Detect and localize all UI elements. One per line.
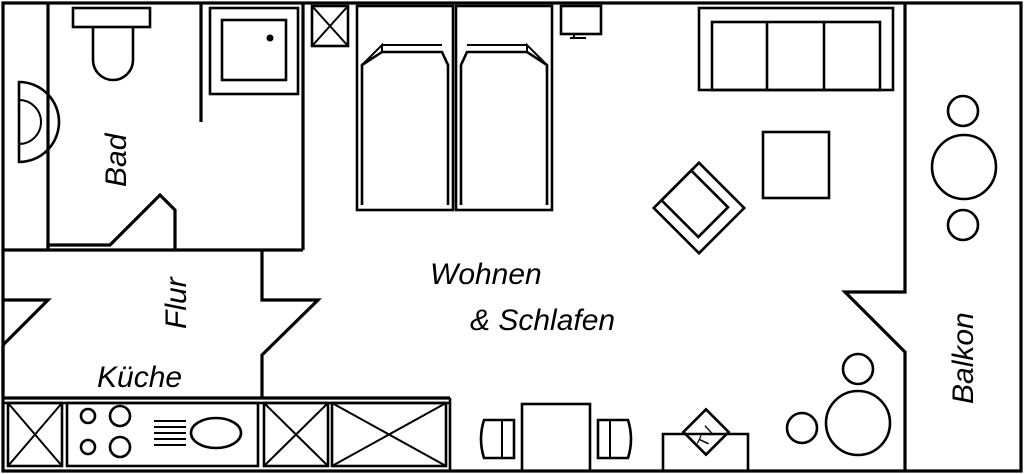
room-label-living-line2: & Schlafen bbox=[470, 304, 615, 337]
bed-left-blanket bbox=[360, 50, 450, 205]
burner-4 bbox=[108, 435, 132, 459]
bathroom-door-wall bbox=[46, 192, 177, 250]
sink-inner bbox=[18, 98, 42, 146]
round-table-set bbox=[785, 352, 892, 457]
double-bed bbox=[355, 4, 554, 212]
balcony-chair-bottom bbox=[946, 208, 980, 242]
bed-left bbox=[355, 4, 455, 212]
kitchen-counter bbox=[3, 396, 452, 471]
balcony-furniture bbox=[930, 94, 998, 242]
wardrobe-cabinet bbox=[310, 4, 350, 48]
shower-tray-inner bbox=[220, 18, 288, 82]
room-label-bathroom: Bad bbox=[100, 132, 133, 187]
chair-right bbox=[596, 418, 633, 460]
drainboard-icon bbox=[154, 420, 186, 446]
balcony-table bbox=[930, 133, 998, 201]
kitchen-cabinet-1 bbox=[6, 401, 64, 468]
cooktop-sink-unit bbox=[65, 401, 260, 468]
room-label-hallway: Flur bbox=[160, 276, 193, 329]
round-table bbox=[824, 389, 892, 457]
room-label-living-line1: Wohnen bbox=[430, 258, 542, 291]
armchair bbox=[651, 160, 747, 256]
burner-3 bbox=[79, 438, 97, 456]
coffee-table bbox=[761, 130, 831, 200]
dining-set bbox=[479, 402, 633, 473]
toilet-bowl bbox=[91, 27, 135, 82]
kitchen-cabinet-2 bbox=[262, 401, 330, 468]
chair-left bbox=[479, 418, 516, 460]
dining-table bbox=[520, 402, 592, 473]
bathroom-fixtures bbox=[17, 6, 300, 164]
room-label-kitchen: Küche bbox=[97, 361, 182, 394]
kitchen-cabinet-3 bbox=[330, 401, 448, 468]
stool-top bbox=[841, 352, 875, 386]
hall-left-door-jamb bbox=[1, 298, 52, 347]
tv-cabinet: TV bbox=[661, 407, 750, 471]
room-label-balcony: Balkon bbox=[947, 312, 980, 404]
shower-drain-icon bbox=[266, 34, 274, 42]
bed-right bbox=[454, 4, 554, 212]
kitchen-sink bbox=[189, 416, 243, 450]
tv bbox=[681, 407, 731, 457]
burner-2 bbox=[108, 404, 132, 428]
balcony-door-jamb bbox=[841, 3, 907, 471]
toilet-tank bbox=[71, 6, 152, 29]
bed-right-blanket bbox=[459, 50, 549, 205]
living-door-jamb bbox=[260, 250, 322, 398]
nightstand bbox=[559, 4, 603, 39]
sofa bbox=[697, 6, 895, 92]
sink-basin bbox=[17, 80, 61, 164]
balcony-chair-top bbox=[946, 94, 980, 128]
stool-left bbox=[785, 411, 819, 445]
shower-tray-outer bbox=[208, 6, 300, 96]
burner-1 bbox=[79, 407, 97, 425]
